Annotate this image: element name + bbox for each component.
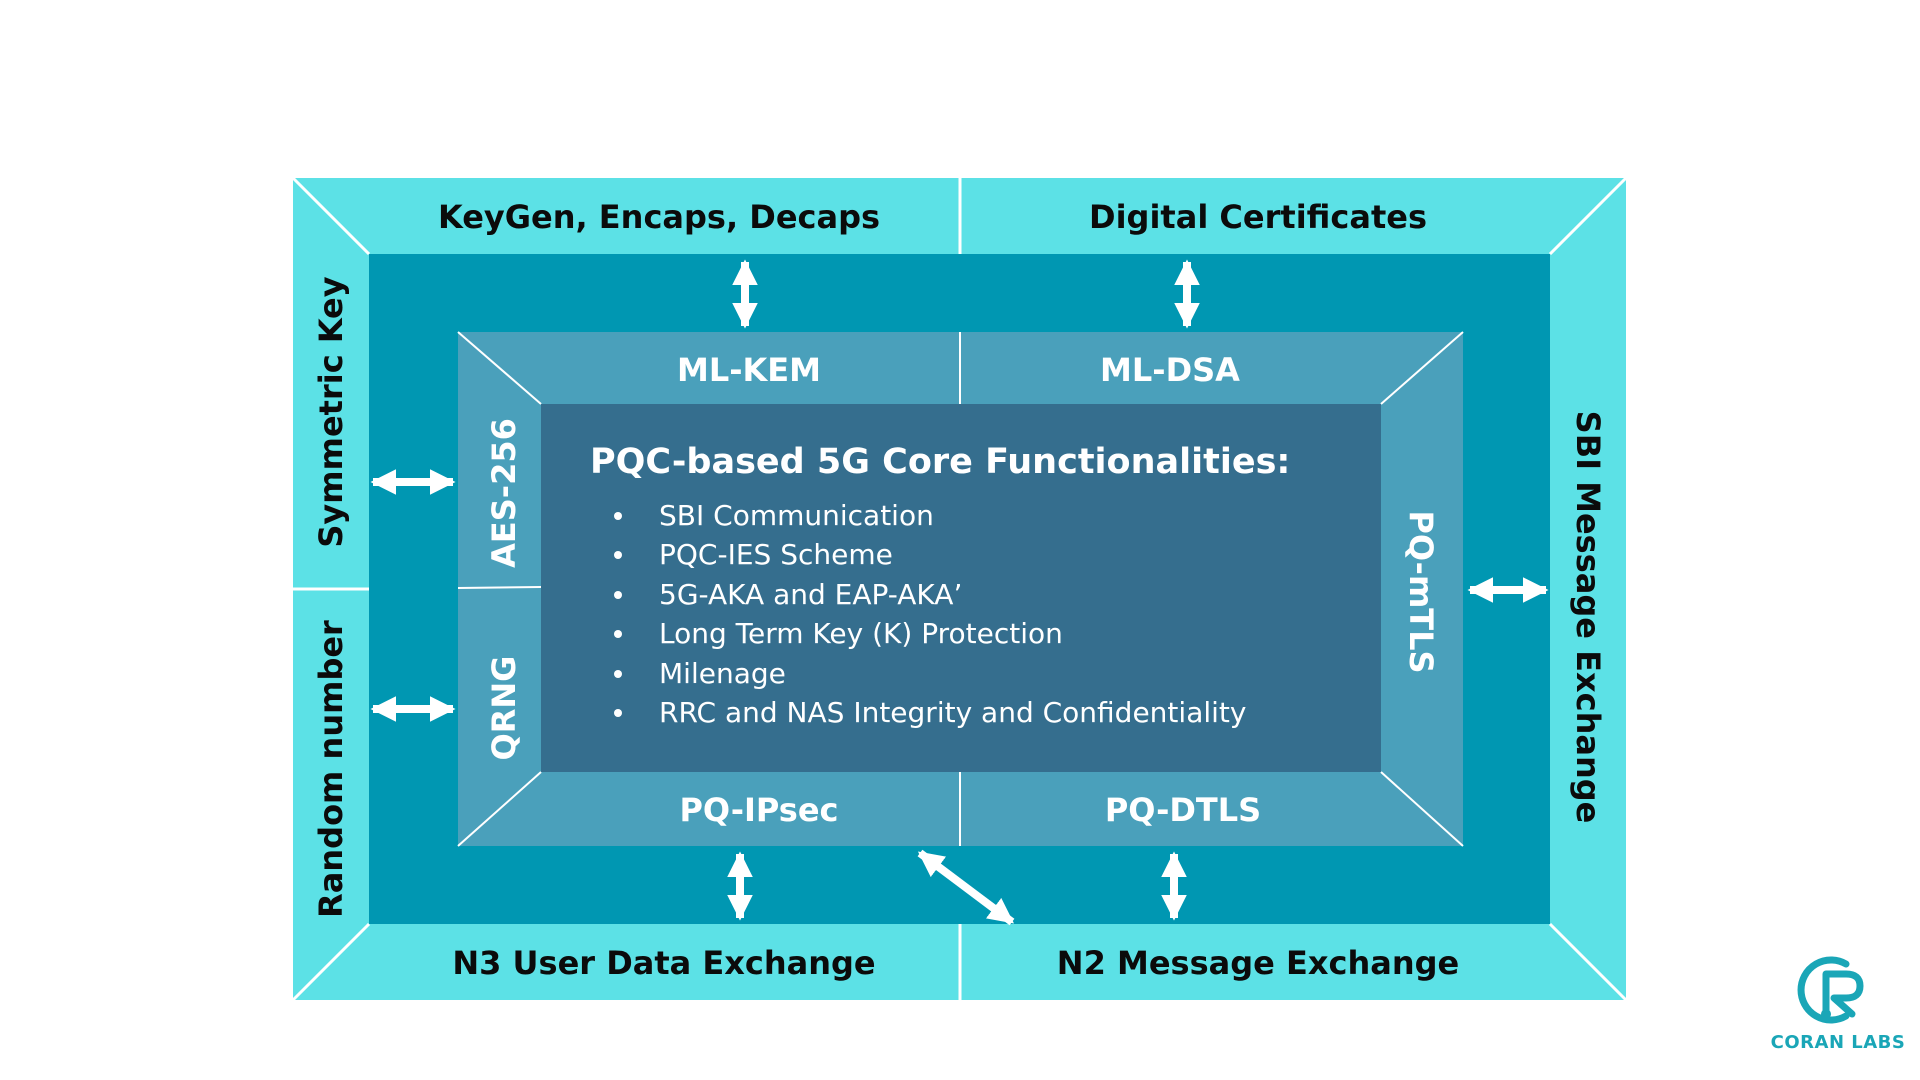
list-item-text: PQC-IES Scheme bbox=[659, 538, 893, 572]
bullet-icon bbox=[614, 512, 622, 520]
list-item-text: Long Term Key (K) Protection bbox=[659, 617, 1063, 651]
outer-label-n2: N2 Message Exchange bbox=[1056, 944, 1460, 982]
list-item-text: SBI Communication bbox=[659, 499, 934, 532]
inner-label-pq-dtls: PQ-DTLS bbox=[1104, 791, 1262, 829]
outer-label-certificates: Digital Certificates bbox=[1089, 198, 1427, 236]
list-item: Long Term Key (K) Protection bbox=[606, 614, 1366, 653]
center-panel bbox=[541, 404, 1381, 772]
inner-label-qrng: QRNG bbox=[485, 655, 523, 761]
outer-label-random-number: Random number bbox=[312, 620, 350, 918]
inner-label-pq-ipsec: PQ-IPsec bbox=[679, 791, 839, 829]
inner-label-ml-kem: ML-KEM bbox=[676, 351, 821, 389]
list-item-text: 5G-AKA and EAP-AKA’ bbox=[659, 577, 963, 611]
bullet-icon bbox=[614, 708, 622, 717]
list-item: SBI Communication bbox=[606, 496, 1366, 535]
bullet-icon bbox=[614, 630, 622, 639]
list-item: PQC-IES Scheme bbox=[606, 535, 1366, 574]
connector-arrows bbox=[370, 259, 1549, 926]
logo-text: CORAN LABS bbox=[1770, 1032, 1906, 1053]
inner-dividers bbox=[457, 331, 1464, 847]
outer-label-n3: N3 User Data Exchange bbox=[452, 944, 876, 982]
center-title: PQC-based 5G Core Functionalities: bbox=[590, 442, 1291, 482]
inner-label-ml-dsa: ML-DSA bbox=[1100, 351, 1240, 389]
coran-labs-logo-icon bbox=[1797, 956, 1864, 1024]
inner-label-aes-256: AES-256 bbox=[485, 418, 523, 568]
list-item-text: Milenage bbox=[659, 656, 786, 690]
outer-label-keygen: KeyGen, Encaps, Decaps bbox=[437, 198, 881, 236]
functionality-list: SBI Communication PQC-IES Scheme 5G-AKA … bbox=[606, 496, 1366, 732]
list-item: 5G-AKA and EAP-AKA’ bbox=[606, 575, 1366, 614]
outer-dividers bbox=[291, 176, 1628, 1002]
outer-label-symmetric-key: Symmetric Key bbox=[312, 276, 350, 548]
coran-labs-logo: CORAN LABS bbox=[1760, 952, 1916, 1053]
bullet-icon bbox=[614, 551, 622, 560]
arrow-ipsec-n2 bbox=[917, 849, 1015, 926]
list-item: RRC and NAS Integrity and Confidentialit… bbox=[606, 693, 1366, 732]
list-item: Milenage bbox=[606, 654, 1366, 693]
list-item-text: RRC and NAS Integrity and Confidentialit… bbox=[659, 695, 1247, 729]
outer-label-sbi: SBI Message Exchange bbox=[1569, 410, 1607, 824]
bullet-icon bbox=[614, 590, 622, 599]
inner-label-pq-mtls: PQ-mTLS bbox=[1402, 510, 1440, 674]
bullet-icon bbox=[614, 669, 622, 678]
